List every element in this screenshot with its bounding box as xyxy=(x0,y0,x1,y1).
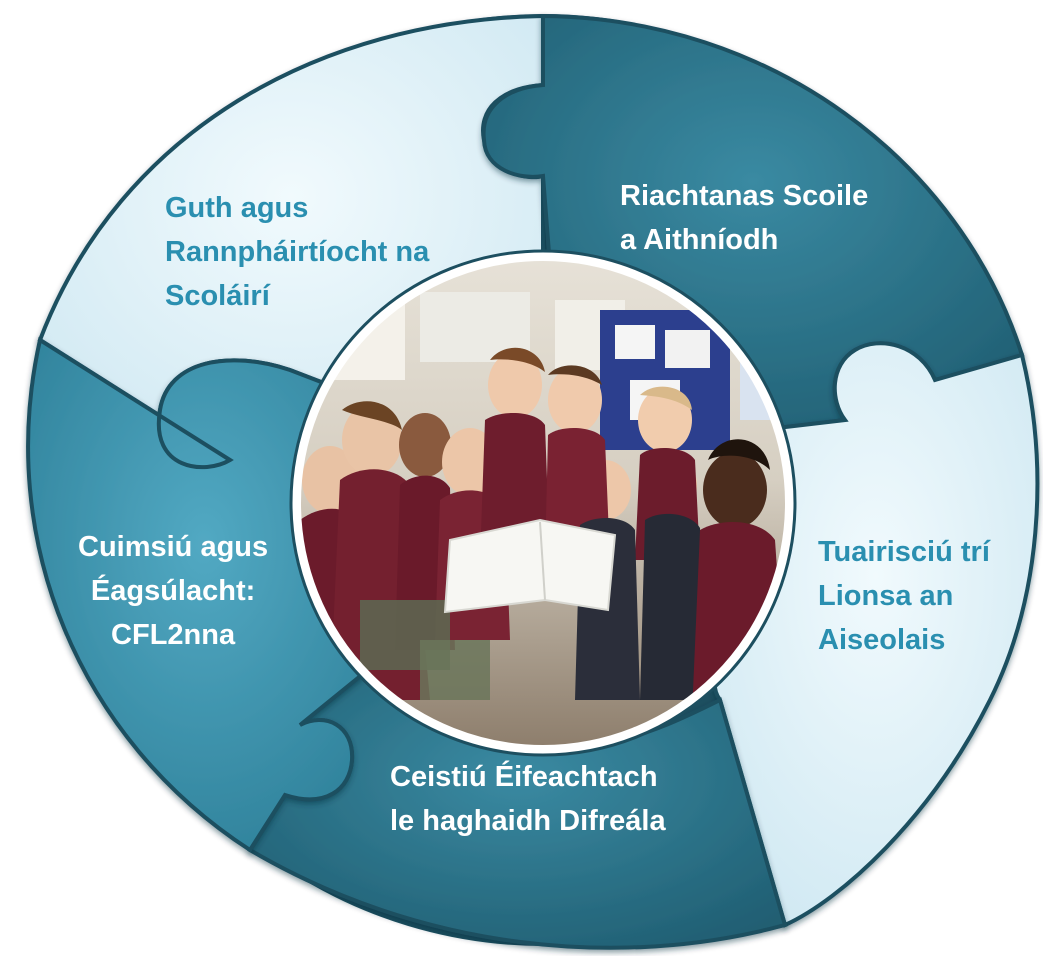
label-inclusion-diversity: Cuimsiú agus Éagsúlacht: CFL2nna xyxy=(78,525,268,657)
label-feedback-reporting: Tuairisciú trí Lionsa an Aiseolais xyxy=(818,530,990,662)
wall-board xyxy=(615,325,655,359)
label-line: Tuairisciú trí xyxy=(818,536,990,568)
label-school-need: Riachtanas Scoile a Aithníodh xyxy=(620,174,868,262)
label-line: Ceistiú Éifeachtach xyxy=(390,761,658,793)
label-line: Aiseolais xyxy=(818,624,946,656)
center-photo xyxy=(298,258,788,748)
label-line: Scoláirí xyxy=(165,280,270,312)
label-line: Éagsúlacht: xyxy=(90,575,256,607)
label-line: Rannpháirtíocht na xyxy=(165,236,430,268)
wall-board xyxy=(665,330,710,368)
label-line: Cuimsiú agus xyxy=(78,531,269,563)
label-student-voice: Guth agus Rannpháirtíocht na Scoláirí xyxy=(165,186,429,318)
label-effective-questioning: Ceistiú Éifeachtach le haghaidh Difreála xyxy=(390,755,666,843)
label-line: Lionsa an xyxy=(818,580,954,612)
label-line: Riachtanas Scoile xyxy=(620,180,869,212)
label-line: CFL2nna xyxy=(111,619,236,651)
paper-sheet xyxy=(443,518,617,614)
label-line: le haghaidh Difreála xyxy=(390,805,666,837)
label-line: a Aithníodh xyxy=(620,224,779,256)
label-line: Guth agus xyxy=(165,192,309,224)
